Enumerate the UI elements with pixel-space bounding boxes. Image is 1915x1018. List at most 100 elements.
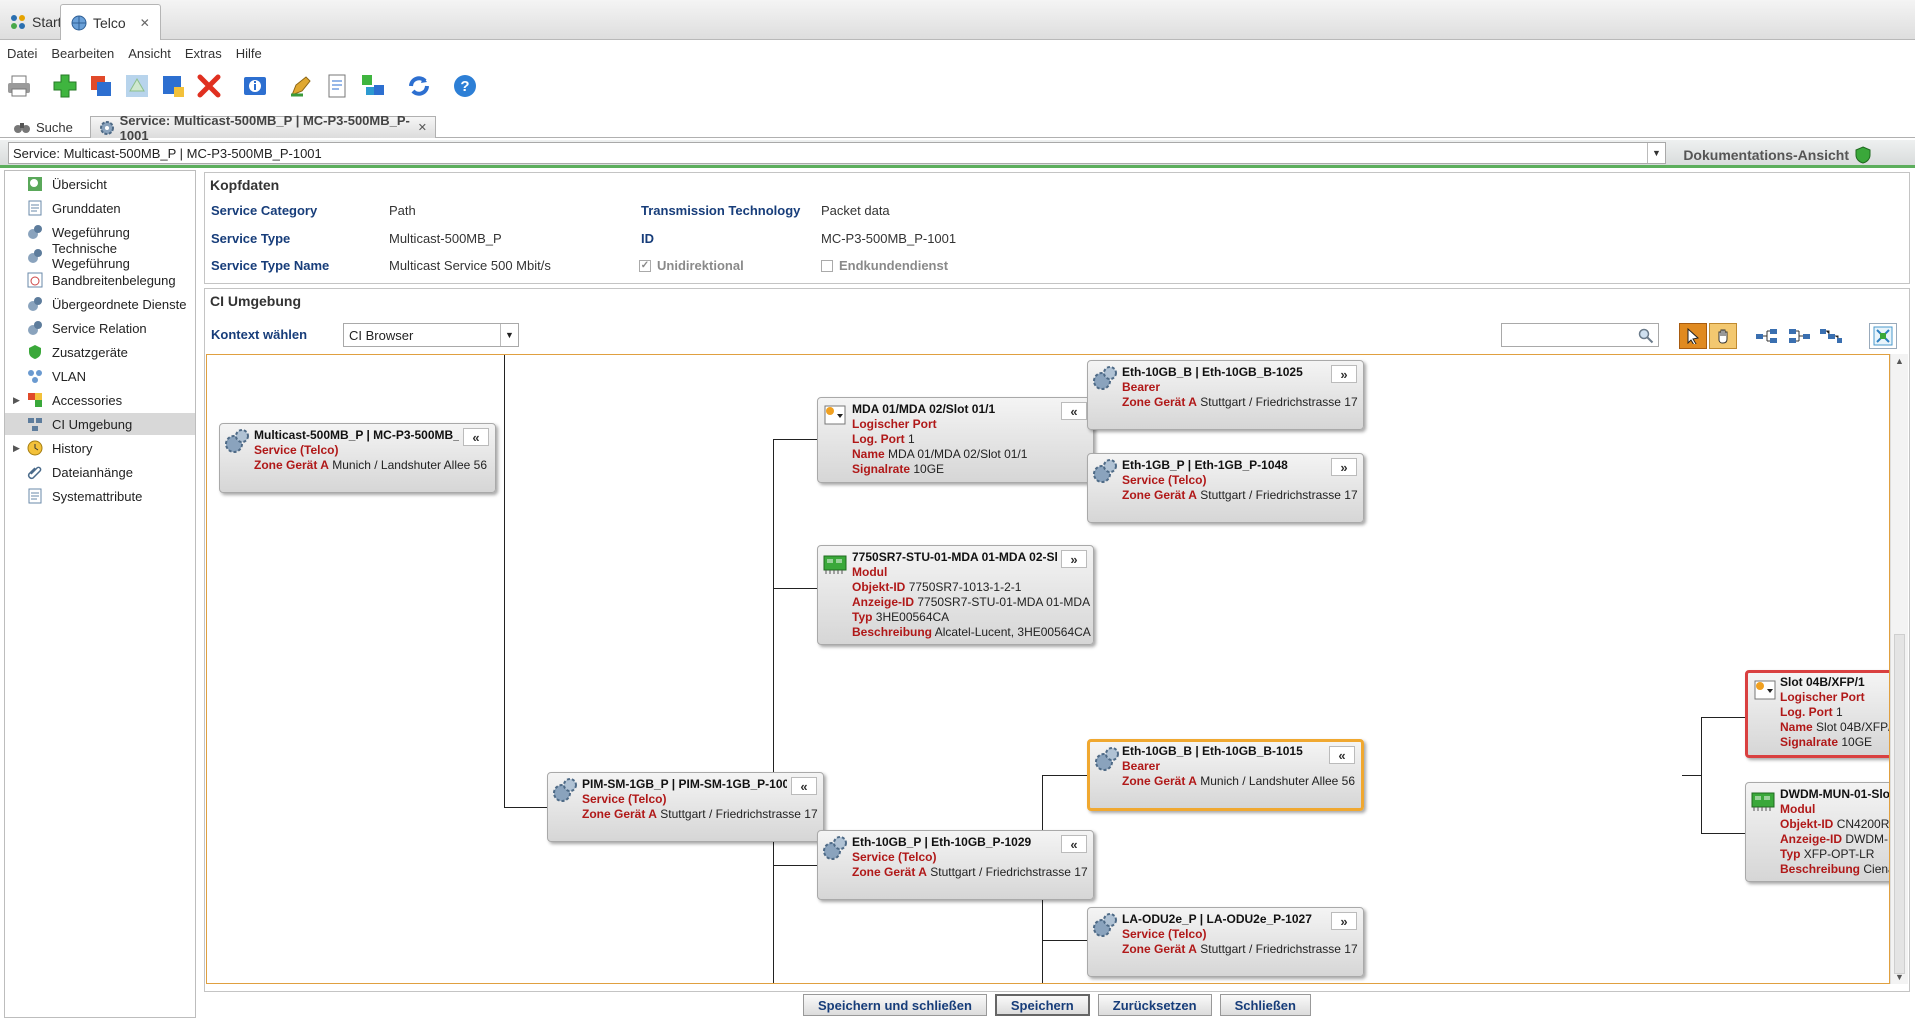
sidebar-item-accessories[interactable]: ▶ Accessories [5, 389, 195, 411]
collapse-button[interactable]: « [1061, 402, 1087, 420]
node-title: Eth-10GB_P | Eth-10GB_P-1029 [852, 835, 1032, 849]
export-icon[interactable] [158, 71, 188, 101]
ci-graph-canvas[interactable]: Multicast-500MB_P | MC-P3-500MB_P-1001 S… [206, 354, 1890, 984]
sidebar-item-service-relation[interactable]: Service Relation [5, 317, 195, 339]
sidebar-item-history[interactable]: ▶ History [5, 437, 195, 459]
chevron-down-icon[interactable]: ▼ [500, 324, 518, 346]
expand-button[interactable]: » [1331, 365, 1357, 383]
sidebar-item-vlan[interactable]: VLAN [5, 365, 195, 387]
cursor-icon [1687, 328, 1700, 344]
chevron-down-icon[interactable]: ▼ [1647, 143, 1665, 163]
menu-bearbeiten[interactable]: Bearbeiten [51, 46, 115, 61]
binoculars-icon [14, 123, 30, 133]
collapse-button[interactable]: « [791, 777, 817, 795]
app-tab-telco[interactable]: Telco ✕ [60, 4, 161, 40]
shield-icon [1855, 146, 1871, 164]
ci-node-service[interactable]: PIM-SM-1GB_P | PIM-SM-1GB_P-1005 Service… [547, 772, 824, 842]
ci-node-logical-port-selected[interactable]: Slot 04B/XFP/1 Logischer Port Log. Port … [1745, 670, 1889, 758]
endkundendienst-checkbox[interactable]: Endkundendienst [821, 258, 948, 273]
fit-view-button[interactable] [1869, 323, 1897, 349]
reset-button[interactable]: Zurücksetzen [1097, 994, 1212, 1016]
close-icon[interactable]: ✕ [417, 122, 427, 134]
sidebar-item-dateianhaenge[interactable]: Dateianhänge [5, 461, 195, 483]
select-tool-button[interactable] [1679, 323, 1707, 349]
connector-line [1682, 775, 1701, 776]
attr-label: Typ [1780, 847, 1801, 861]
ci-node-service[interactable]: Eth-10GB_P | Eth-10GB_P-1029 Service (Te… [817, 830, 1094, 900]
module-card-icon [1751, 792, 1775, 811]
layout-left-button[interactable] [1753, 323, 1781, 349]
add-icon[interactable] [50, 71, 80, 101]
expand-icon[interactable]: ▶ [13, 442, 20, 453]
ci-node-bearer-highlighted[interactable]: Eth-10GB_B | Eth-10GB_B-1015 Bearer Zone… [1087, 739, 1364, 811]
scroll-down-icon[interactable]: ▼ [1895, 972, 1904, 982]
close-button[interactable]: Schließen [1219, 994, 1311, 1016]
pan-tool-button[interactable] [1709, 323, 1737, 349]
collapse-button[interactable]: « [463, 428, 489, 446]
attr-label: Zone Gerät A [1122, 395, 1197, 409]
app-tab-start[interactable]: Start [0, 4, 72, 40]
copy-icon[interactable] [86, 71, 116, 101]
sidebar-item-label: Wegeführung [52, 224, 130, 240]
layout-both-button[interactable] [1817, 323, 1845, 349]
node-type: Service (Telco) [254, 443, 339, 457]
triangle-icon[interactable] [122, 71, 152, 101]
unidirektional-checkbox[interactable]: ✓Unidirektional [639, 258, 744, 273]
view-mode[interactable]: Dokumentations-Ansicht [1683, 146, 1871, 164]
context-select[interactable]: CI Browser ▼ [343, 323, 519, 347]
attr-label: Beschreibung [1780, 862, 1861, 876]
gears-icon [553, 778, 577, 802]
ci-node-logical-port[interactable]: MDA 01/MDA 02/Slot 01/1 Logischer Port L… [817, 397, 1094, 483]
expand-button[interactable]: » [1061, 550, 1087, 568]
svg-text:?: ? [460, 78, 469, 95]
document-icon[interactable] [322, 71, 352, 101]
close-icon[interactable]: ✕ [139, 15, 150, 30]
sidebar-item-grunddaten[interactable]: Grunddaten [5, 197, 195, 219]
collapse-button[interactable]: « [1061, 835, 1087, 853]
ci-node-service[interactable]: Eth-1GB_P | Eth-1GB_P-1048 Service (Telc… [1087, 453, 1364, 523]
save-close-button[interactable]: Speichern und schließen [803, 994, 987, 1016]
sidebar-item-wegefuehrung[interactable]: Wegeführung [5, 221, 195, 243]
layout-right-button[interactable] [1785, 323, 1813, 349]
save-button[interactable]: Speichern [994, 994, 1090, 1016]
sidebar-item-technische-wegefuehrung[interactable]: Technische Wegeführung [5, 241, 195, 271]
expand-button[interactable]: » [1331, 912, 1357, 930]
tab-service[interactable]: Service: Multicast-500MB_P | MC-P3-500MB… [90, 113, 436, 143]
delete-icon[interactable] [194, 71, 224, 101]
ci-node-module[interactable]: DWDM-MUN-01-Slot 04B-XFP Modul Objekt-ID… [1745, 782, 1889, 882]
scrollbar-thumb[interactable] [1894, 634, 1905, 974]
menu-ansicht[interactable]: Ansicht [128, 46, 171, 61]
menu-hilfe[interactable]: Hilfe [235, 46, 262, 61]
ci-node-service[interactable]: Multicast-500MB_P | MC-P3-500MB_P-1001 S… [219, 423, 496, 493]
ci-node-service[interactable]: LA-ODU2e_P | LA-ODU2e_P-1027 Service (Te… [1087, 907, 1364, 977]
expand-button[interactable]: » [1331, 458, 1357, 476]
printer-icon[interactable] [4, 71, 34, 101]
tab-suche[interactable]: Suche [6, 116, 81, 138]
node-title: Eth-10GB_B | Eth-10GB_B-1025 [1122, 365, 1303, 379]
scroll-up-icon[interactable]: ▲ [1895, 356, 1904, 366]
sidebar-item-bandbreitenbelegung[interactable]: Bandbreitenbelegung [5, 269, 195, 291]
port-icon [1754, 680, 1776, 700]
refresh-icon[interactable] [404, 71, 434, 101]
canvas-scrollbar[interactable]: ▲ ▼ [1890, 354, 1908, 984]
sidebar-item-uebergeordnete-dienste[interactable]: Übergeordnete Dienste [5, 293, 195, 315]
ci-node-bearer[interactable]: Eth-10GB_B | Eth-10GB_B-1025 Bearer Zone… [1087, 360, 1364, 430]
object-selector[interactable]: Service: Multicast-500MB_P | MC-P3-500MB… [8, 142, 1666, 164]
attr-value: Munich / Landshuter Allee 56 [332, 458, 488, 472]
help-icon[interactable]: ? [450, 71, 480, 101]
ci-search-input[interactable] [1501, 323, 1659, 347]
sidebar-item-zusatzgeraete[interactable]: Zusatzgeräte [5, 341, 195, 363]
info-icon[interactable] [240, 71, 270, 101]
menu-extras[interactable]: Extras [184, 46, 222, 61]
sidebar-item-uebersicht[interactable]: Übersicht [5, 173, 195, 195]
service-type-value: Multicast-500MB_P [389, 231, 502, 246]
sidebar-item-ci-umgebung[interactable]: CI Umgebung [5, 413, 195, 435]
footer-button-bar: Speichern und schließen Speichern Zurück… [204, 994, 1910, 1018]
menu-datei[interactable]: Datei [7, 46, 38, 61]
hierarchy-icon[interactable] [358, 71, 388, 101]
expand-icon[interactable]: ▶ [13, 394, 20, 405]
sidebar-item-systemattribute[interactable]: Systemattribute [5, 485, 195, 507]
ci-node-module[interactable]: 7750SR7-STU-01-MDA 01-MDA 02-Slot 01 Mod… [817, 545, 1094, 645]
edit-icon[interactable] [286, 71, 316, 101]
collapse-button[interactable]: « [1329, 746, 1355, 764]
